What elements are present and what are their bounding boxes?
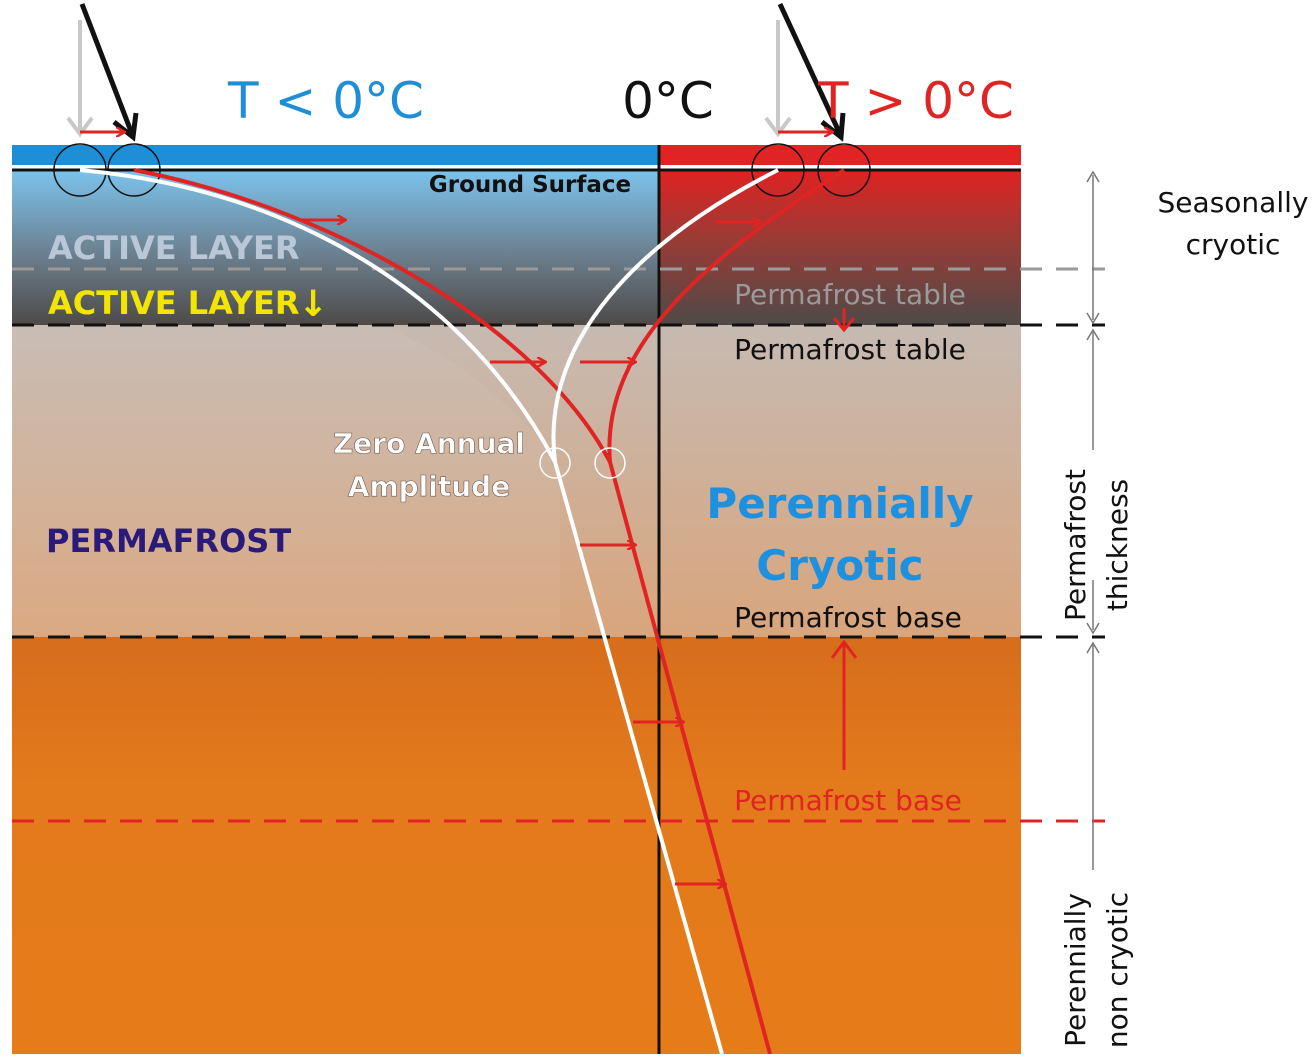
permafrost-thickness-label-2: thickness (1101, 479, 1134, 611)
base-up-arrow-head (830, 639, 858, 659)
zero-annual-amplitude-label-1: Zero Annual (333, 427, 525, 460)
side-brackets (1086, 170, 1100, 870)
cold-profile-new (133, 168, 772, 1055)
perennially-non-cryotic-label-2: non cryotic (1101, 892, 1134, 1048)
seasonally-cryotic-label-2: cryotic (1186, 228, 1281, 261)
circle-marker (107, 143, 161, 197)
warm-profile-new (607, 168, 846, 463)
cold-profile-old (79, 168, 724, 1055)
permafrost-thickness-label: Permafrost thickness (1059, 469, 1134, 621)
perennially-cryotic-label-2: Cryotic (756, 541, 923, 590)
cold-shading (12, 325, 560, 637)
circle-marker (751, 143, 805, 197)
permafrost-base-current-label: Permafrost base (734, 601, 962, 634)
zaa-circles (539, 447, 626, 479)
temp-below-zero-label: T < 0°C (227, 72, 424, 130)
black-arrow (79, 3, 135, 135)
black-arrow (777, 2, 843, 136)
surface-circles (53, 143, 871, 197)
perennially-non-cryotic-label: Perennially non cryotic (1059, 892, 1134, 1048)
circle-marker (53, 143, 107, 197)
circle-marker (817, 143, 871, 197)
cold-surface-bar (12, 145, 659, 165)
ground-surface-label: Ground Surface (429, 172, 631, 198)
sub-permafrost-zone (12, 637, 1021, 1054)
temperature-profiles (79, 168, 846, 1055)
zero-annual-amplitude-label-2: Amplitude (348, 470, 510, 503)
boundary-shift-arrows (830, 308, 858, 770)
table-down-arrow-head (832, 317, 856, 333)
perennially-non-cryotic-label-1: Perennially (1059, 893, 1092, 1047)
permafrost-zone (12, 325, 1021, 637)
bracket-tip (1086, 641, 1100, 654)
temp-zero-label: 0°C (622, 72, 714, 130)
perennially-cryotic-label-1: Perennially (706, 479, 973, 528)
active-layer-down-arrow: ↓ (298, 284, 328, 325)
permafrost-thickness-label-1: Permafrost (1059, 469, 1092, 621)
circle-marker (539, 447, 571, 479)
bracket-tip (1086, 170, 1100, 325)
surface-forcing-arrows (66, 2, 846, 142)
bracket-tip (1086, 328, 1100, 635)
warm-surface-bar (659, 145, 1021, 165)
gray-arrow-head (764, 116, 792, 138)
ground-layers (12, 170, 1021, 1054)
circle-marker (594, 447, 626, 479)
seasonally-cryotic-label-1: Seasonally (1158, 186, 1309, 219)
boundary-lines (12, 267, 1105, 823)
permafrost-table-initial-label: Permafrost table (734, 278, 966, 311)
left-active-zone (12, 170, 659, 325)
permafrost-table-current-label: Permafrost table (734, 333, 966, 366)
warming-arrows (300, 220, 760, 884)
warm-profile-old (551, 168, 779, 463)
permafrost-base-initial-label: Permafrost base (734, 784, 962, 817)
permafrost-label: PERMAFROST (46, 522, 291, 560)
temp-above-zero-label: T > 0°C (817, 72, 1014, 130)
active-layer-deepened-label: ACTIVE LAYER (48, 284, 300, 322)
active-layer-initial-label: ACTIVE LAYER (48, 229, 300, 267)
gray-arrow-head (66, 116, 94, 138)
